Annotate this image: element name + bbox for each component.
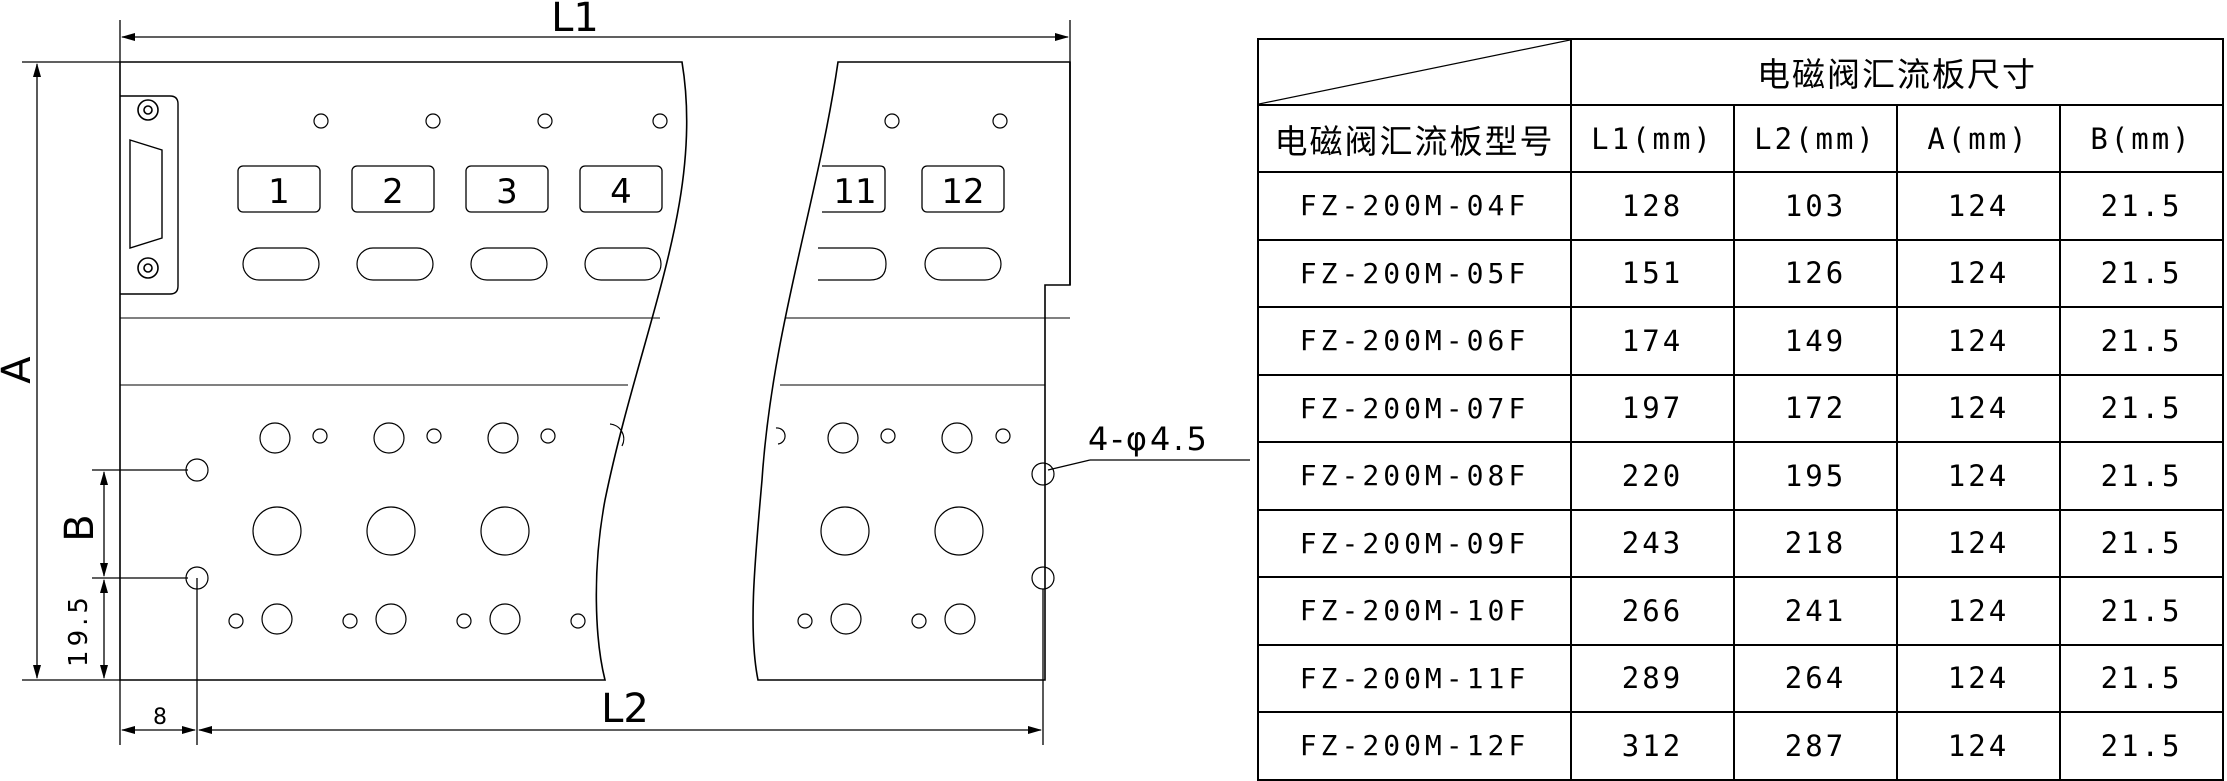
A-cell: 124 [1896, 238, 2061, 308]
L1-cell: 266 [1570, 576, 1735, 646]
L1-cell: 220 [1570, 441, 1735, 511]
row-header-label: 电磁阀汇流板型号 [1257, 104, 1572, 173]
A-cell: 124 [1896, 171, 2061, 241]
L2-cell: 241 [1733, 576, 1898, 646]
B-cell: 21.5 [2059, 508, 2224, 578]
d-sub-connector [120, 95, 179, 295]
model-cell: FZ-200M-09F [1257, 508, 1572, 578]
dim-A-label: A [0, 356, 40, 384]
B-cell: 21.5 [2059, 576, 2224, 646]
table-header-row: 电磁阀汇流板型号 L1(mm) L2(mm) A(mm) B(mm) [1257, 104, 2224, 173]
hole-note-label: 4-φ4.5 [1088, 420, 1210, 458]
B-cell: 21.5 [2059, 238, 2224, 308]
L2-cell: 149 [1733, 306, 1898, 376]
L1-cell: 289 [1570, 643, 1735, 713]
A-cell: 124 [1896, 441, 2061, 511]
dim-8-label: 8 [153, 705, 167, 730]
L1-cell: 174 [1570, 306, 1735, 376]
dim-19-5-label: 19.5 [64, 593, 94, 667]
model-cell: FZ-200M-07F [1257, 373, 1572, 443]
station-label: 4 [610, 172, 632, 212]
dim-B-label: B [57, 514, 103, 541]
dim-L1-label: L1 [551, 0, 599, 41]
station-label: 2 [382, 172, 404, 212]
A-cell: 124 [1896, 306, 2061, 376]
A-cell: 124 [1896, 508, 2061, 578]
dim-L2-label: L2 [601, 686, 649, 732]
column-header-L1: L1(mm) [1570, 104, 1735, 173]
L1-cell: 128 [1570, 171, 1735, 241]
A-cell: 124 [1896, 576, 2061, 646]
manifold-body-left [119, 61, 688, 681]
B-cell: 21.5 [2059, 373, 2224, 443]
L2-cell: 103 [1733, 171, 1898, 241]
station-label: 3 [496, 172, 518, 212]
station-label: 12 [941, 172, 984, 212]
L2-cell: 172 [1733, 373, 1898, 443]
B-cell: 21.5 [2059, 306, 2224, 376]
model-cell: FZ-200M-11F [1257, 643, 1572, 713]
A-cell: 124 [1896, 643, 2061, 713]
L2-cell: 287 [1733, 711, 1898, 781]
table-title: 电磁阀汇流板尺寸 [1570, 38, 2224, 106]
L2-cell: 126 [1733, 238, 1898, 308]
L1-cell: 151 [1570, 238, 1735, 308]
dimension-table: 电磁阀汇流板尺寸 电磁阀汇流板型号 L1(mm) L2(mm) A(mm) B(… [1257, 38, 2224, 781]
L1-cell: 243 [1570, 508, 1735, 578]
table-title-row: 电磁阀汇流板尺寸 [1257, 38, 2224, 106]
station-label: 1 [268, 172, 290, 212]
column-header-A: A(mm) [1896, 104, 2061, 173]
column-header-B: B(mm) [2059, 104, 2224, 173]
L2-cell: 218 [1733, 508, 1898, 578]
B-cell: 21.5 [2059, 441, 2224, 511]
B-cell: 21.5 [2059, 711, 2224, 781]
B-cell: 21.5 [2059, 643, 2224, 713]
A-cell: 124 [1896, 373, 2061, 443]
model-cell: FZ-200M-12F [1257, 711, 1572, 781]
L1-cell: 312 [1570, 711, 1735, 781]
model-cell: FZ-200M-08F [1257, 441, 1572, 511]
manifold-drawing: L1 L2 8 A B 19.5 4-φ4.5 1 2 3 4 11 12 [0, 0, 1250, 745]
L2-cell: 264 [1733, 643, 1898, 713]
A-cell: 124 [1896, 711, 2061, 781]
model-cell: FZ-200M-05F [1257, 238, 1572, 308]
model-cell: FZ-200M-06F [1257, 306, 1572, 376]
model-cell: FZ-200M-10F [1257, 576, 1572, 646]
column-header-L2: L2(mm) [1733, 104, 1898, 173]
B-cell: 21.5 [2059, 171, 2224, 241]
L1-cell: 197 [1570, 373, 1735, 443]
L2-cell: 195 [1733, 441, 1898, 511]
manifold-body-right [752, 61, 1071, 681]
diagonal-header-cell [1257, 38, 1572, 106]
model-cell: FZ-200M-04F [1257, 171, 1572, 241]
station-label: 11 [833, 172, 876, 212]
